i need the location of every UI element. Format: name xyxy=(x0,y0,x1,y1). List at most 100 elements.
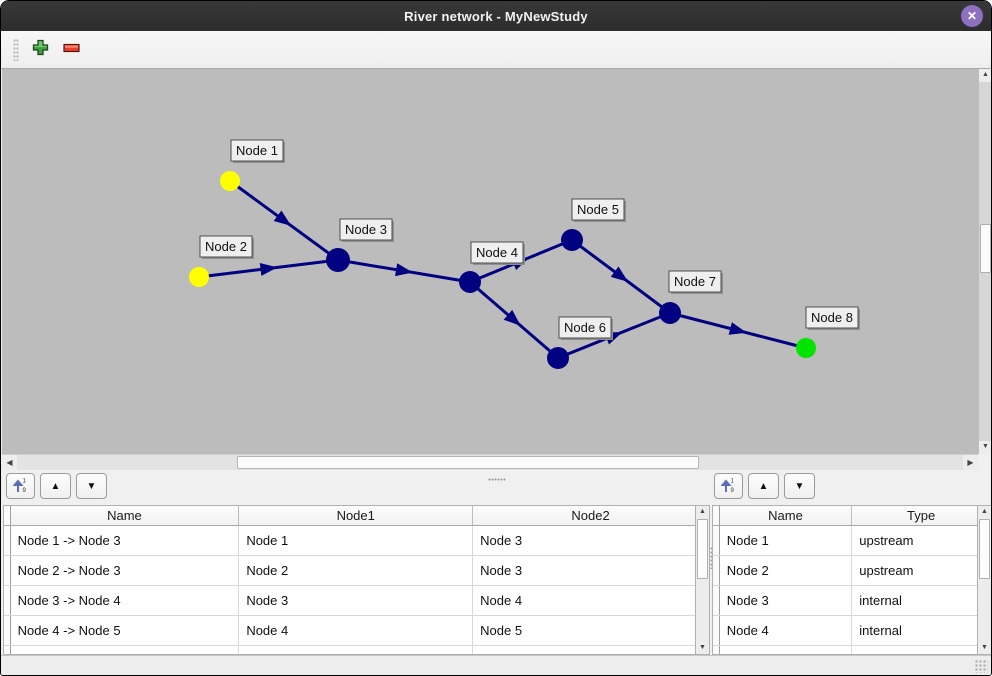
label-box xyxy=(571,198,625,221)
table-cell[interactable]: internal xyxy=(851,615,991,646)
node-label-node3[interactable]: Node 3 xyxy=(339,218,394,242)
table-cell[interactable]: internal xyxy=(851,585,991,616)
remove-node-button[interactable] xyxy=(59,37,85,63)
network-diagram[interactable]: Node 1 Node 2 Node 3 Node 4 Node 5 Node 6 Node… xyxy=(2,69,978,454)
table-cell[interactable]: Node 3 xyxy=(472,525,709,556)
node-sort-button[interactable]: 1 9 xyxy=(714,473,743,499)
edge-sort-button[interactable]: 1 9 xyxy=(6,473,35,499)
table-row[interactable] xyxy=(4,645,709,654)
node-move-up-button[interactable]: ▲ xyxy=(748,473,779,499)
node-node2[interactable] xyxy=(189,267,209,287)
canvas-vertical-scrollbar[interactable]: ▲ ▼ xyxy=(978,69,991,454)
node-node3[interactable] xyxy=(326,248,350,272)
toolbar-drag-handle[interactable] xyxy=(13,38,19,61)
horizontal-scroll-thumb[interactable] xyxy=(237,456,699,469)
splitter-handle[interactable] xyxy=(488,478,506,481)
node-node8[interactable] xyxy=(796,338,816,358)
table-cell[interactable]: upstream xyxy=(851,525,991,556)
table-cell[interactable]: Node 4 xyxy=(238,615,474,646)
close-button[interactable]: ✕ xyxy=(961,5,983,27)
node-move-down-button[interactable]: ▼ xyxy=(784,473,815,499)
scroll-up-button[interactable]: ▲ xyxy=(978,506,991,518)
node-table-scrollbar[interactable]: ▲ ▼ xyxy=(977,506,991,654)
node-node7[interactable] xyxy=(659,302,681,324)
window-title: River network - MyNewStudy xyxy=(404,8,588,24)
scroll-up-button[interactable]: ▲ xyxy=(979,69,991,82)
table-cell[interactable] xyxy=(10,645,240,654)
table-cell[interactable]: Node 2 xyxy=(719,555,853,586)
table-cell[interactable]: Node 2 -> Node 3 xyxy=(10,555,240,586)
scroll-left-button[interactable]: ◀ xyxy=(2,455,17,470)
up-arrow-icon: ▲ xyxy=(699,508,706,515)
canvas-horizontal-scrollbar[interactable]: ◀ ▶ xyxy=(2,454,978,470)
table-cell[interactable]: Node 4 xyxy=(719,615,853,646)
svg-text:1: 1 xyxy=(23,478,27,484)
row-header-strip xyxy=(713,585,720,616)
column-header[interactable]: Node2 xyxy=(472,506,709,526)
label-text: Node 4 xyxy=(476,245,518,260)
node-label-node6[interactable]: Node 6 xyxy=(558,316,613,340)
table-cell[interactable] xyxy=(238,645,474,654)
edge-table-scrollbar[interactable]: ▲ ▼ xyxy=(695,506,709,654)
table-cell[interactable]: Node 5 xyxy=(472,615,709,646)
scroll-down-button[interactable]: ▼ xyxy=(978,642,991,654)
table-row[interactable] xyxy=(713,645,991,654)
edge-move-up-button[interactable]: ▲ xyxy=(40,473,71,499)
table-cell[interactable]: Node 2 xyxy=(238,555,474,586)
node-label-node7[interactable]: Node 7 xyxy=(668,270,723,294)
column-header[interactable]: Name xyxy=(719,506,853,526)
table-cell[interactable]: Node 3 xyxy=(472,555,709,586)
table-cell[interactable]: Node 3 xyxy=(719,585,853,616)
table-cell[interactable] xyxy=(851,645,991,654)
scroll-down-button[interactable]: ▼ xyxy=(696,642,709,654)
column-header[interactable]: Type xyxy=(851,506,991,526)
add-node-button[interactable] xyxy=(27,37,53,63)
node-label-node1[interactable]: Node 1 xyxy=(230,139,285,163)
node-label-node4[interactable]: Node 4 xyxy=(470,241,525,265)
scroll-thumb[interactable] xyxy=(697,519,708,579)
node-node5[interactable] xyxy=(561,229,583,251)
column-header[interactable]: Name xyxy=(10,506,240,526)
node-node6[interactable] xyxy=(547,347,569,369)
scroll-thumb[interactable] xyxy=(979,519,990,579)
table-cell[interactable]: Node 1 -> Node 3 xyxy=(10,525,240,556)
edge-move-down-button[interactable]: ▼ xyxy=(76,473,107,499)
title-bar[interactable]: River network - MyNewStudy ✕ xyxy=(1,1,991,31)
node-node1[interactable] xyxy=(220,171,240,191)
table-cell[interactable] xyxy=(472,645,709,654)
table-cell[interactable]: Node 3 -> Node 4 xyxy=(10,585,240,616)
table-cell[interactable]: Node 4 -> Node 5 xyxy=(10,615,240,646)
table-cell[interactable]: upstream xyxy=(851,555,991,586)
column-header[interactable]: Node1 xyxy=(238,506,474,526)
table-cell[interactable]: Node 3 xyxy=(238,585,474,616)
table-cell[interactable]: Node 1 xyxy=(719,525,853,556)
table-cell[interactable] xyxy=(719,645,853,654)
scroll-down-button[interactable]: ▼ xyxy=(979,441,991,454)
node-label-node2[interactable]: Node 2 xyxy=(199,235,254,259)
node-node4[interactable] xyxy=(459,271,481,293)
scroll-right-button[interactable]: ▶ xyxy=(963,455,978,470)
row-header-strip xyxy=(713,615,720,646)
scroll-up-button[interactable]: ▲ xyxy=(696,506,709,518)
row-header-strip xyxy=(4,555,11,586)
table-cell[interactable]: Node 1 xyxy=(238,525,474,556)
node-label-node8[interactable]: Node 8 xyxy=(805,306,860,330)
node-label-node5[interactable]: Node 5 xyxy=(571,198,626,222)
panel-splitter-handle[interactable] xyxy=(710,547,713,569)
vertical-scroll-thumb[interactable] xyxy=(980,224,991,273)
svg-text:9: 9 xyxy=(731,488,735,493)
move-down-icon: ▼ xyxy=(86,480,97,492)
table-cell[interactable]: Node 4 xyxy=(472,585,709,616)
window-resize-grip[interactable] xyxy=(975,660,988,673)
river-network-canvas[interactable]: Node 1 Node 2 Node 3 Node 4 Node 5 Node 6 Node… xyxy=(2,69,978,454)
